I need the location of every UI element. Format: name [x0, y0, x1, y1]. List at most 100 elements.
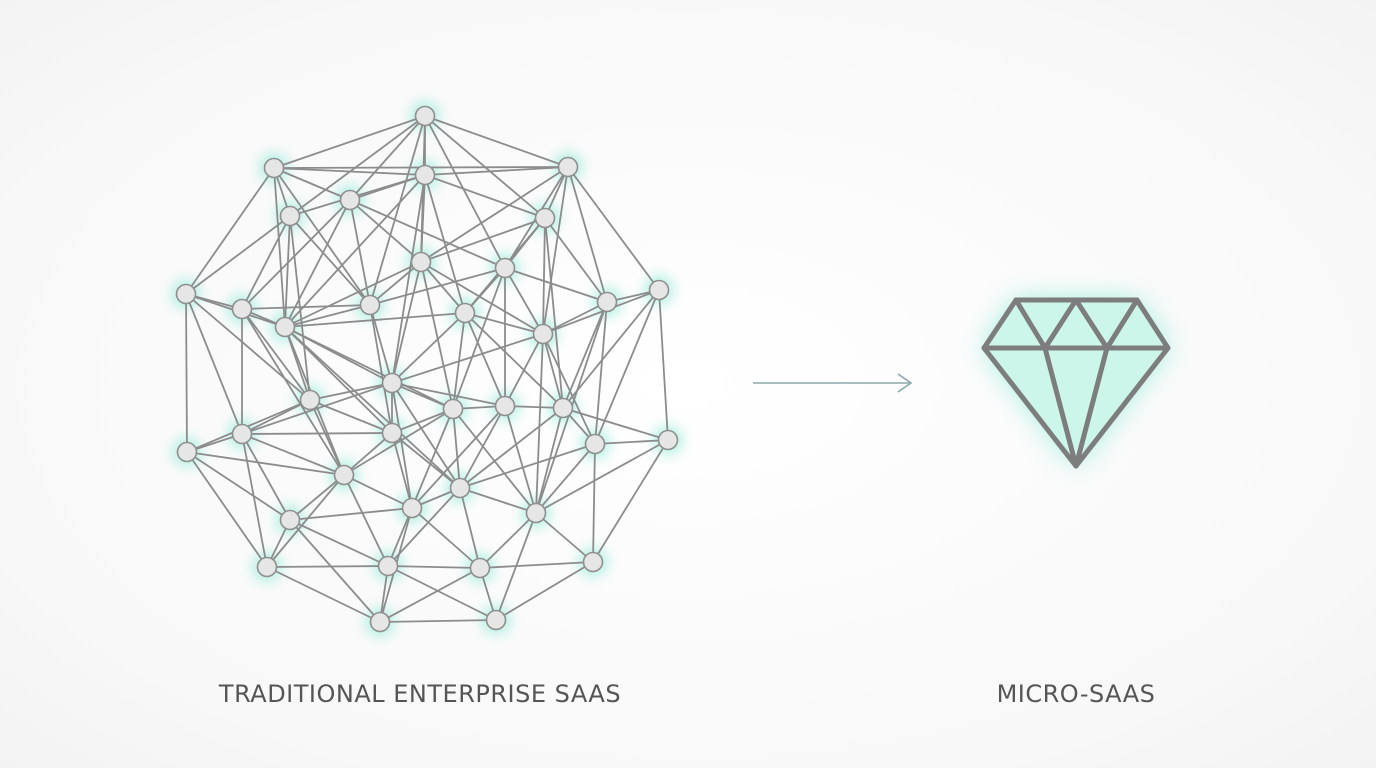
network-edge	[349, 199, 422, 263]
network-node	[231, 423, 253, 445]
network-edge	[424, 115, 506, 269]
network-node	[377, 555, 399, 577]
network-edge	[185, 293, 188, 453]
network-node	[410, 251, 432, 273]
network-edge	[266, 566, 381, 623]
network-edge	[391, 382, 454, 410]
network-edge	[241, 433, 268, 568]
network-edge	[542, 301, 608, 335]
network-node	[485, 609, 507, 631]
network-edge	[562, 407, 669, 441]
network-edge	[289, 519, 381, 623]
network-edge	[504, 267, 544, 335]
network-edge	[284, 215, 291, 328]
network-edge	[185, 215, 291, 295]
network-edge	[479, 512, 537, 569]
network-edge	[495, 561, 594, 621]
network-edge	[349, 199, 506, 269]
network-edge	[369, 261, 422, 306]
network-edge	[379, 619, 497, 623]
network-edge	[562, 289, 660, 409]
network-edge	[309, 399, 393, 434]
network-node	[175, 283, 197, 305]
network-edge	[369, 115, 426, 306]
network-edge	[387, 507, 413, 567]
network-edge	[459, 487, 481, 569]
network-edge	[289, 519, 389, 567]
network-edge	[592, 439, 669, 563]
network-edge	[420, 174, 426, 263]
network-edge	[391, 312, 466, 384]
network-node	[552, 397, 574, 419]
network-node	[648, 279, 670, 301]
network-edge	[544, 217, 564, 409]
network-edge	[379, 567, 481, 623]
network-node	[596, 291, 618, 313]
network-edge	[464, 312, 544, 335]
network-node	[359, 294, 381, 316]
network-edge	[464, 312, 506, 407]
network-node	[176, 441, 198, 463]
network-edge	[544, 217, 608, 303]
network-edge	[266, 565, 389, 568]
network-edge	[343, 474, 413, 509]
network-edge	[459, 443, 596, 489]
network-edge	[459, 405, 506, 489]
network-edge	[289, 115, 426, 217]
network-edge	[186, 451, 345, 476]
network-node	[414, 105, 436, 127]
network-edge	[369, 304, 393, 434]
network-edge	[241, 308, 345, 476]
network-edge	[343, 432, 393, 476]
network-edge	[424, 174, 546, 219]
network-node	[584, 433, 606, 455]
network-node	[381, 422, 403, 444]
network-edge	[266, 474, 345, 568]
network-edge	[241, 304, 371, 310]
network-edge	[535, 512, 594, 563]
network-graph-icon	[171, 101, 683, 637]
network-edge	[186, 451, 268, 568]
network-node	[279, 509, 301, 531]
network-node	[256, 556, 278, 578]
network-edge	[284, 304, 371, 328]
network-edge	[424, 174, 466, 314]
network-edge	[452, 267, 506, 410]
network-node	[263, 157, 285, 179]
network-edge	[185, 293, 243, 435]
network-edge	[241, 382, 393, 435]
network-edge	[284, 174, 426, 328]
network-edge	[391, 432, 413, 509]
network-edge	[411, 408, 454, 509]
network-edge	[309, 382, 393, 401]
network-edge	[387, 565, 481, 569]
network-node	[454, 302, 476, 324]
network-edge	[391, 382, 506, 407]
network-edge	[464, 312, 564, 409]
network-edge	[391, 408, 454, 434]
network-edge	[186, 451, 291, 521]
network-edge	[420, 217, 546, 263]
network-edge	[391, 261, 422, 384]
network-edge	[479, 561, 594, 569]
network-edge	[369, 267, 506, 306]
network-edge	[289, 215, 371, 306]
network-edge	[411, 507, 481, 569]
network-edge	[535, 443, 596, 514]
network-edge	[542, 217, 546, 335]
network-node	[231, 298, 253, 320]
network-edge	[391, 333, 544, 384]
network-edge	[658, 289, 669, 441]
network-edge	[594, 289, 660, 445]
network-edge	[420, 261, 466, 314]
diamond-icon	[981, 297, 1171, 469]
network-node	[494, 395, 516, 417]
network-node	[339, 189, 361, 211]
network-edge	[387, 565, 497, 621]
network-edge	[391, 432, 461, 489]
network-edge	[343, 474, 389, 567]
network-edge	[535, 333, 544, 514]
network-edge	[241, 433, 345, 476]
network-edge	[369, 304, 393, 384]
